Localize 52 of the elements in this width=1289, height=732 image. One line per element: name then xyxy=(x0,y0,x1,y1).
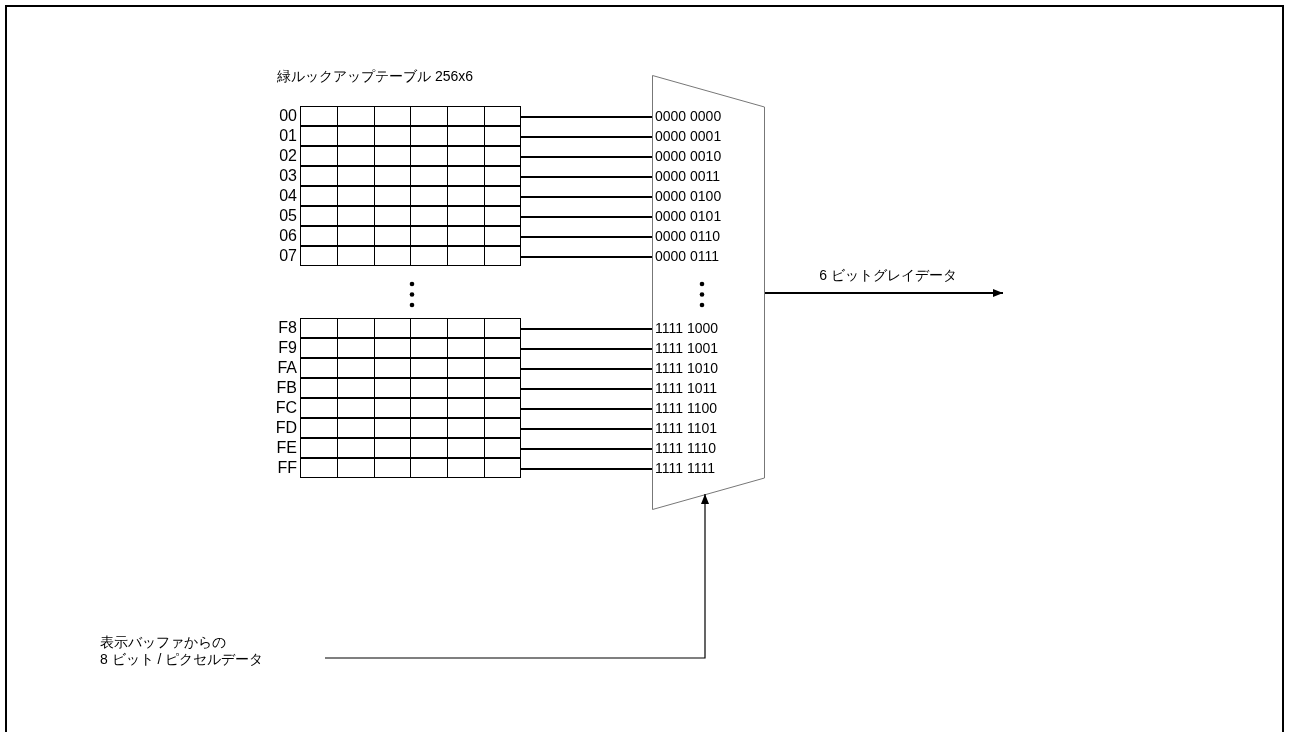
address-label: 04 xyxy=(278,187,297,205)
address-label: 01 xyxy=(278,127,297,145)
input-label: 1111 1001 xyxy=(652,340,747,358)
address-label: 03 xyxy=(278,167,297,185)
connector-line xyxy=(520,468,653,470)
input-label: 0000 0110 xyxy=(652,228,747,246)
connector-line xyxy=(520,236,653,238)
address-label: 06 xyxy=(278,227,297,245)
arrow xyxy=(764,289,1004,297)
source-text: 表示バッファからの 8 ビット / ピクセルデータ xyxy=(100,634,325,670)
address-label: 02 xyxy=(278,147,297,165)
address-label: FD xyxy=(274,419,297,437)
connector-line xyxy=(520,368,653,370)
connector-line xyxy=(520,196,653,198)
address-label: 07 xyxy=(278,247,297,265)
connector-line xyxy=(520,256,653,258)
address-label: FE xyxy=(275,439,297,457)
table-heading: 緑ルックアップテーブル 256x6 xyxy=(277,68,474,86)
input-label: 1111 1100 xyxy=(652,400,747,418)
connector-line xyxy=(520,388,653,390)
input-label: 0000 0111 xyxy=(652,248,747,266)
address-label: 05 xyxy=(278,207,297,225)
input-label: 0000 0100 xyxy=(652,188,747,206)
address-label: FF xyxy=(276,459,297,477)
connector-line xyxy=(520,216,653,218)
address-label: FB xyxy=(275,379,297,397)
input-label: 0000 0011 xyxy=(652,168,747,186)
input-label: 1111 1000 xyxy=(652,320,747,338)
address-label: F8 xyxy=(277,319,297,337)
address-label: F9 xyxy=(277,339,297,357)
input-label: 1111 1111 xyxy=(652,460,747,478)
address-label: FC xyxy=(274,399,297,417)
connector-line xyxy=(520,408,653,410)
input-label: 1111 1011 xyxy=(652,380,747,398)
connector-line xyxy=(520,328,653,330)
connector-line xyxy=(520,176,653,178)
input-label: 0000 0101 xyxy=(652,208,747,226)
address-label: FA xyxy=(276,359,297,377)
connector-line xyxy=(520,428,653,430)
connector-line xyxy=(520,156,653,158)
input-label: 1111 1010 xyxy=(652,360,747,378)
connector-line xyxy=(520,116,653,118)
connector-line xyxy=(520,348,653,350)
arrow xyxy=(324,493,709,659)
connector-line xyxy=(520,448,653,450)
input-label: 0000 0001 xyxy=(652,128,747,146)
address-label: 00 xyxy=(278,107,297,125)
input-label: 1111 1101 xyxy=(652,420,747,438)
input-label: 0000 0010 xyxy=(652,148,747,166)
input-label: 1111 1110 xyxy=(652,440,747,458)
input-label: 0000 0000 xyxy=(652,108,747,126)
connector-line xyxy=(520,136,653,138)
